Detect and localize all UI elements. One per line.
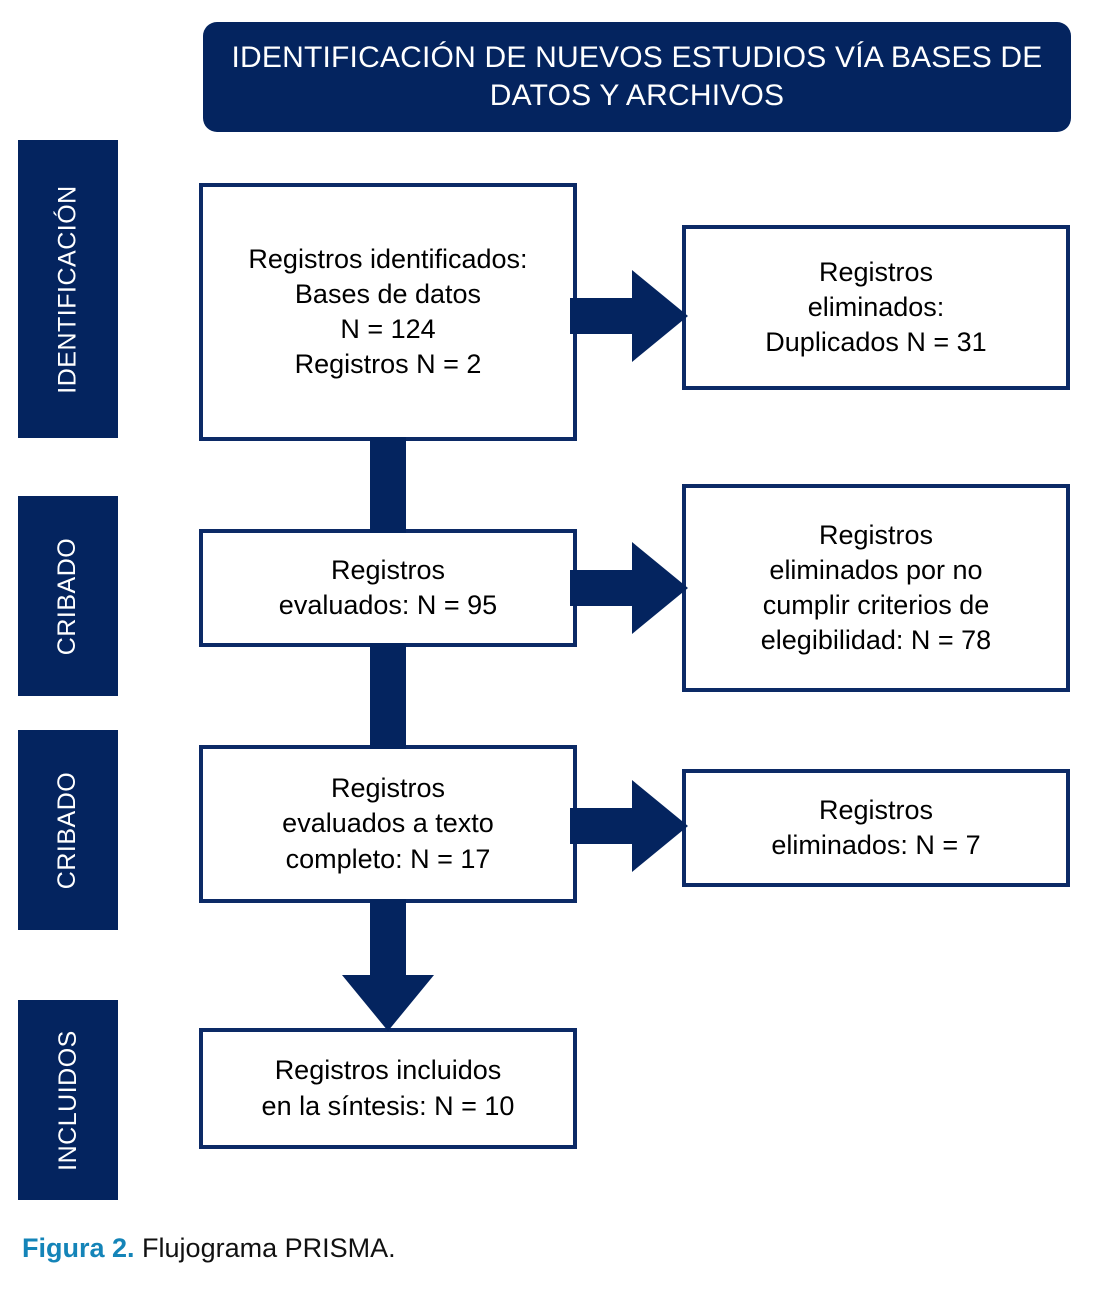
box-registros-eliminados-no-elegibles: Registros eliminados por no cumplir crit…	[682, 484, 1070, 692]
arrow-right-to-duplicados-icon	[570, 270, 688, 362]
box-text: Registros eliminados: N = 7	[771, 794, 981, 860]
stage-label-cribado-1: CRIBADO	[18, 496, 118, 696]
box-registros-eliminados-duplicados: Registros eliminados: Duplicados N = 31	[682, 225, 1070, 390]
header-banner: IDENTIFICACIÓN DE NUEVOS ESTUDIOS VÍA BA…	[203, 22, 1071, 132]
arrow-down-to-incluidos-icon	[342, 899, 434, 1031]
box-text: Registros incluidos en la síntesis: N = …	[261, 1055, 515, 1121]
figure-caption-text: Flujograma PRISMA.	[142, 1233, 396, 1263]
stage-label-incluidos: INCLUIDOS	[18, 1000, 118, 1200]
box-text: Registros eliminados por no cumplir crit…	[760, 519, 992, 656]
box-registros-evaluados: Registros evaluados: N = 95	[199, 529, 577, 647]
box-registros-incluidos-sintesis: Registros incluidos en la síntesis: N = …	[199, 1028, 577, 1149]
box-text: Registros evaluados a texto completo: N …	[282, 773, 494, 874]
figure-caption: Figura 2. Flujograma PRISMA.	[22, 1232, 396, 1264]
stage-label-text: IDENTIFICACIÓN	[53, 184, 82, 394]
connector-evaluados-to-texto-completo	[370, 643, 406, 749]
figure-caption-label: Figura 2.	[22, 1233, 135, 1263]
stage-label-text: CRIBADO	[53, 771, 82, 889]
box-registros-identificados: Registros identificados: Bases de datos …	[199, 183, 577, 441]
box-registros-eliminados-texto-completo: Registros eliminados: N = 7	[682, 769, 1070, 887]
connector-identificados-to-evaluados	[370, 437, 406, 533]
stage-label-cribado-2: CRIBADO	[18, 730, 118, 930]
header-title: IDENTIFICACIÓN DE NUEVOS ESTUDIOS VÍA BA…	[231, 40, 1043, 112]
arrow-right-to-no-elegibles-icon	[570, 542, 688, 634]
box-text: Registros eliminados: Duplicados N = 31	[765, 256, 987, 358]
stage-label-identificacion: IDENTIFICACIÓN	[18, 140, 118, 438]
box-registros-evaluados-texto-completo: Registros evaluados a texto completo: N …	[199, 745, 577, 903]
box-text: Registros identificados: Bases de datos …	[248, 243, 528, 380]
box-text: Registros evaluados: N = 95	[278, 554, 498, 620]
arrow-right-to-eliminados-icon	[570, 780, 688, 872]
stage-label-text: INCLUIDOS	[53, 1029, 82, 1171]
stage-label-text: CRIBADO	[53, 537, 82, 655]
